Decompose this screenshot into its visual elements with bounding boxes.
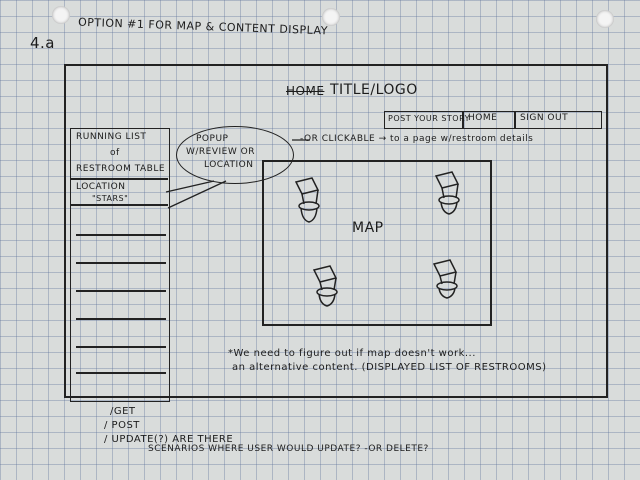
method-get: /GET [110, 406, 136, 417]
sidebar-heading: RESTROOM TABLE [76, 164, 166, 174]
nav-divider [514, 111, 516, 129]
title-logo: TITLE/LOGO [330, 82, 418, 98]
punch-hole-right [596, 10, 614, 28]
method-post: / POST [104, 420, 140, 431]
alt-content-note: an alternative content. (DISPLAYED LIST … [232, 362, 547, 373]
list-item[interactable] [76, 262, 166, 264]
clickable-note: -OR CLICKABLE → to a page w/restroom det… [300, 134, 534, 144]
list-item[interactable] [76, 346, 166, 348]
punch-hole-left [52, 6, 70, 24]
toilet-icon [432, 259, 458, 299]
crossed-home-text: HOME [286, 84, 325, 98]
list-item[interactable] [76, 372, 166, 374]
sidebar-location[interactable]: LOCATION [76, 182, 126, 192]
nav-bar [384, 111, 602, 129]
scenarios-note: SCENARIOS WHERE USER WOULD UPDATE? -OR D… [148, 444, 429, 454]
nav-post-story[interactable]: POST YOUR STORY [388, 114, 471, 123]
sidebar-heading: RUNNING LIST [76, 132, 147, 142]
toilet-icon [434, 171, 460, 215]
map-area[interactable] [262, 160, 492, 326]
toilet-icon [312, 265, 338, 307]
method-update: / UPDATE(?) ARE THERE [104, 434, 234, 445]
map-label: MAP [352, 220, 384, 236]
sidebar [70, 128, 170, 402]
sidebar-row-divider [70, 204, 168, 206]
nav-home[interactable]: HOME [468, 113, 498, 123]
nav-divider [462, 111, 464, 129]
alt-content-note: *We need to figure out if map doesn't wo… [228, 348, 476, 359]
page-number: 4.a [30, 34, 56, 52]
popup-bubble [176, 126, 294, 184]
list-item[interactable] [76, 290, 166, 292]
sidebar-row-divider [70, 178, 168, 180]
list-item[interactable] [76, 318, 166, 320]
toilet-icon [294, 177, 320, 223]
popup-label: POPUP [196, 134, 229, 144]
popup-label: LOCATION [204, 160, 254, 170]
wireframe-frame [64, 64, 608, 398]
sidebar-stars: "STARS" [92, 194, 129, 203]
punch-hole-center [322, 8, 340, 26]
popup-label: W/REVIEW OR [186, 147, 255, 157]
list-item[interactable] [76, 234, 166, 236]
sidebar-heading: of [110, 148, 120, 158]
nav-signout[interactable]: SIGN OUT [520, 113, 569, 123]
